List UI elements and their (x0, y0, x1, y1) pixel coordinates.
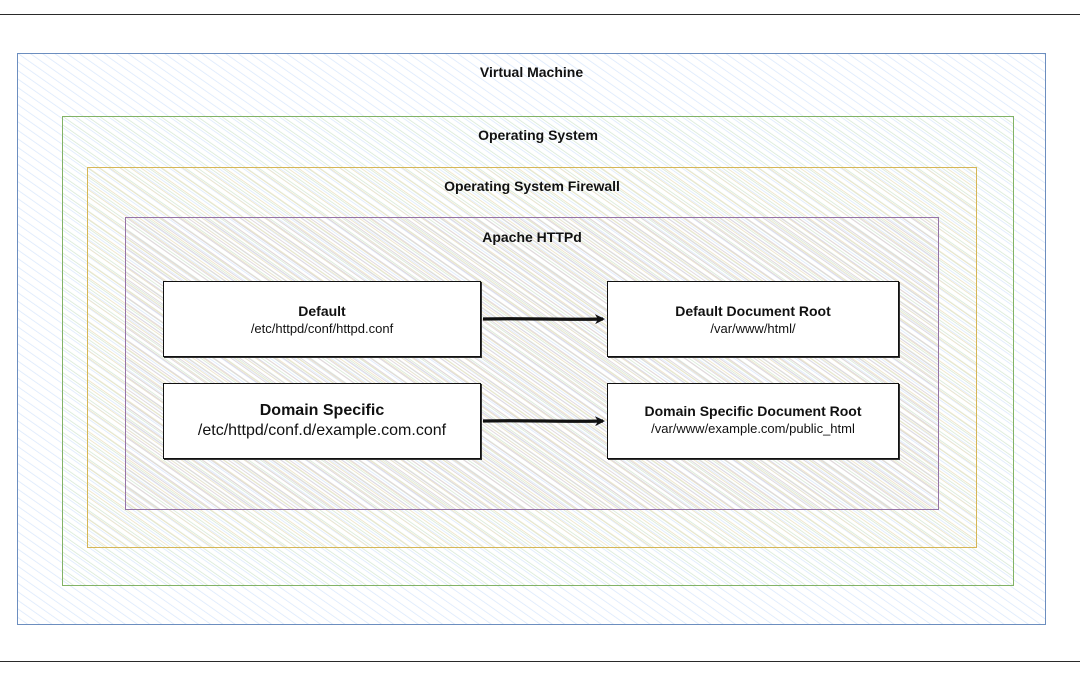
domain-document-root-node: Domain Specific Document Root /var/www/e… (607, 383, 899, 459)
domain-document-root-title: Domain Specific Document Root (644, 403, 862, 419)
domain-config-title: Domain Specific (259, 402, 385, 419)
bottom-rule (0, 661, 1080, 662)
default-config-title: Default (298, 303, 346, 319)
arrow-default-config-to-default-root (482, 314, 605, 325)
apache-httpd-layer: Apache HTTPd (125, 217, 939, 510)
arrow-domain-config-to-domain-root (482, 416, 605, 427)
default-document-root-path: /var/www/html/ (710, 321, 796, 336)
default-document-root-title: Default Document Root (675, 303, 831, 319)
default-config-path: /etc/httpd/conf/httpd.conf (250, 321, 394, 336)
apache-httpd-label: Apache HTTPd (482, 229, 582, 245)
virtual-machine-label: Virtual Machine (479, 64, 584, 80)
firewall-label: Operating System Firewall (444, 178, 620, 194)
top-rule (0, 14, 1080, 15)
domain-config-path: /etc/httpd/conf.d/example.com.conf (197, 422, 447, 439)
default-config-node: Default /etc/httpd/conf/httpd.conf (163, 281, 481, 357)
default-document-root-node: Default Document Root /var/www/html/ (607, 281, 899, 357)
domain-document-root-path: /var/www/example.com/public_html (651, 421, 855, 436)
domain-config-node: Domain Specific /etc/httpd/conf.d/exampl… (163, 383, 481, 459)
operating-system-label: Operating System (478, 127, 598, 143)
